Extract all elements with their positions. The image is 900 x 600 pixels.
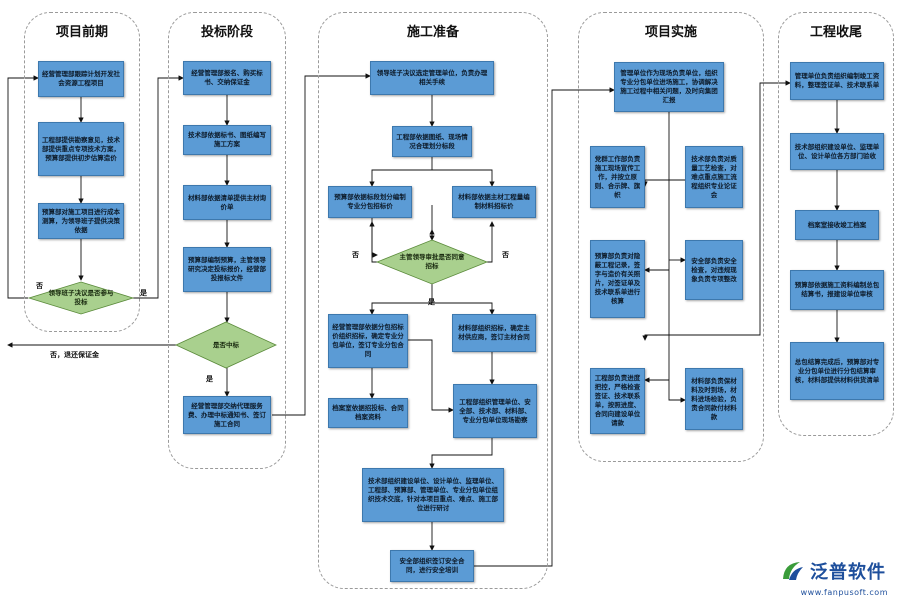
label-no: 否 [36, 282, 43, 290]
decision-bid-won [175, 321, 277, 369]
node-archive-tender[interactable]: 档案室依据招投标、合同档案资料 [328, 398, 408, 428]
node-hidden-works[interactable]: 预算部负责对隐蔽工程记录，签字与造价有关照片，对签证单及技术联系单进行核算 [590, 240, 645, 318]
lane-bidding: 投标阶段 [168, 12, 286, 469]
node-material-price[interactable]: 材料部依据主材工程量编制材料招标价 [452, 186, 536, 218]
node-subcontract-price[interactable]: 预算部依据标段划分编制专业分包招标价 [328, 186, 412, 218]
label-no: 否 [502, 251, 509, 259]
node-subcontract-tender[interactable]: 经营管理部依据分包招标价组织招标，确定专业分包单位，签订专业分包合同 [328, 314, 408, 368]
decision-bid-won-label[interactable]: 是否中标 [213, 340, 239, 349]
lane-project-completion: 工程收尾 [778, 12, 894, 436]
node-publicity[interactable]: 党群工作部负责施工现场宣传工作，并按立原则、合示牌、旗帜 [590, 146, 645, 208]
logo-text: 泛普软件 [810, 562, 886, 583]
lane-project-implementation: 项目实施 [578, 12, 764, 462]
node-survey-opinions[interactable]: 工程部提供勘察意见，技术部提供重点专项技术方案，预算部提供初步估算造价 [38, 122, 124, 176]
decision-approve-tender [375, 239, 489, 285]
node-final-account[interactable]: 预算部依据施工资料编制总包结算书，报建设单位审核 [790, 270, 884, 310]
node-cost-estimate[interactable]: 预算部对施工项目进行成本测算，为领导班子提供决策依据 [38, 203, 124, 239]
node-construction-plan[interactable]: 技术部依据标书、图纸编写施工方案 [183, 125, 271, 155]
node-select-manager[interactable]: 领导班子决议选定管理单位，负责办理相关手续 [370, 61, 494, 95]
node-site-survey[interactable]: 工程部组织管理单位、安全部、技术部、材料部、专业分包单位现场勘察 [453, 384, 537, 438]
decision-bid-participation-label[interactable]: 领导班子决议是否参与投标 [48, 289, 114, 306]
decision-bid-participation [27, 281, 135, 315]
node-progress-control[interactable]: 工程部负责进度把控，严格检查签证、技术联系单，按照进度、合同向建设单位请款 [590, 368, 645, 434]
node-safety-training[interactable]: 安全部组织签订安全合同，进行安全培训 [390, 550, 474, 582]
node-completion-docs[interactable]: 管理单位负责组织编制竣工资料，整理签证单、技术联系单 [790, 62, 884, 100]
node-bid-budget[interactable]: 预算部编制预算，主管领导研究决定投标报价，经营部投报标文件 [183, 247, 271, 292]
lane-title: 施工准备 [406, 25, 459, 40]
brand-logo: 泛普软件 [780, 558, 886, 584]
lane-title: 工程收尾 [809, 25, 862, 40]
node-site-management[interactable]: 管理单位作为现场负责单位，组织专业分包单位进场施工，协调解决施工过程中相关问题，… [614, 62, 724, 112]
node-track-projects[interactable]: 经营管理部跟踪计划开发社会资源工程项目 [38, 61, 124, 97]
node-material-supply[interactable]: 材料部负责保材料及时到场，材料进场检验，负责合同款付材料款 [685, 368, 743, 430]
lane-construction-prep: 施工准备 [318, 12, 548, 589]
node-safety-inspection[interactable]: 安全部负责安全检查，对违规现象负责专项整改 [685, 240, 743, 300]
node-register-bid[interactable]: 经营管理部报名、购买标书、交纳保证金 [183, 61, 271, 95]
label-yes: 是 [428, 298, 435, 306]
lane-title: 项目前期 [55, 25, 108, 40]
node-sign-contract[interactable]: 经营管理部交纳代理服务费、办理中标通知书、签订施工合同 [183, 396, 271, 434]
node-material-quote[interactable]: 材料部依据清单提供主材询价单 [183, 185, 271, 220]
label-no-refund: 否，退还保证金 [50, 351, 99, 359]
label-yes: 是 [140, 289, 147, 297]
lane-title: 投标阶段 [200, 25, 253, 40]
node-divide-sections[interactable]: 工程部依据图纸、现场情况合理划分标段 [392, 126, 472, 157]
node-tech-briefing[interactable]: 技术部组织建设单位、设计单位、监理单位、工程部、预算部、管理单位、专业分包单位组… [362, 468, 504, 522]
logo-url: www.fanpusoft.com [800, 588, 888, 597]
label-yes: 是 [206, 375, 213, 383]
label-no: 否 [352, 251, 359, 259]
decision-approve-tender-label[interactable]: 主管领导审批是否同意招标 [399, 253, 465, 270]
lane-project-preliminary: 项目前期 [24, 12, 140, 332]
node-quality-check[interactable]: 技术部负责对质量工艺检查，对难点重点施工流程组织专业论证会 [685, 146, 743, 208]
node-material-tender[interactable]: 材料部组织招标，确定主材供应商，签订主材合同 [452, 314, 536, 352]
node-subcontract-settlement[interactable]: 总包结算完成后，预算部对专业分包单位进行分包结算审核，材料部提供材料供货清单 [790, 342, 884, 400]
node-archive-completion[interactable]: 档案室接收竣工档案 [795, 210, 879, 240]
node-acceptance[interactable]: 技术部组织建设单位、监理单位、设计单位各方部门验收 [790, 133, 884, 170]
logo-mark-icon [783, 562, 803, 580]
lane-title: 项目实施 [644, 25, 697, 40]
